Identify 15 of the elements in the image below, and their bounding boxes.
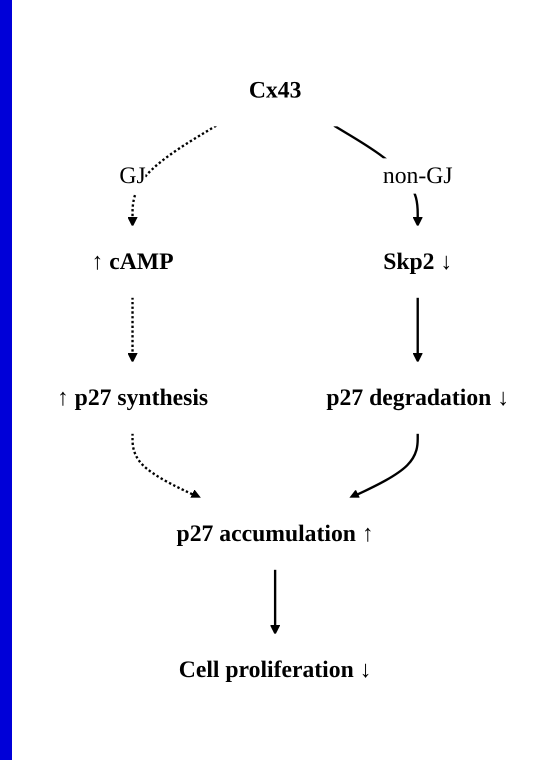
arrow	[412, 297, 423, 363]
node-text: p27 accumulation ↑	[176, 520, 374, 547]
arrow	[127, 297, 138, 363]
node-text: Cell proliferation ↓	[178, 656, 372, 683]
node-text: ↑ p27 synthesis	[56, 384, 208, 411]
edge-label: GJ	[119, 162, 146, 189]
node-text: ↑ cAMP	[91, 248, 174, 275]
edge-label: non-GJ	[382, 162, 453, 189]
arrow	[131, 433, 202, 499]
node-text: Skp2 ↓	[383, 248, 452, 275]
node-text: Cx43	[248, 77, 302, 104]
arrow	[349, 433, 419, 499]
node-text: p27 degradation ↓	[326, 384, 510, 411]
arrow	[127, 124, 217, 227]
arrow	[270, 569, 280, 635]
